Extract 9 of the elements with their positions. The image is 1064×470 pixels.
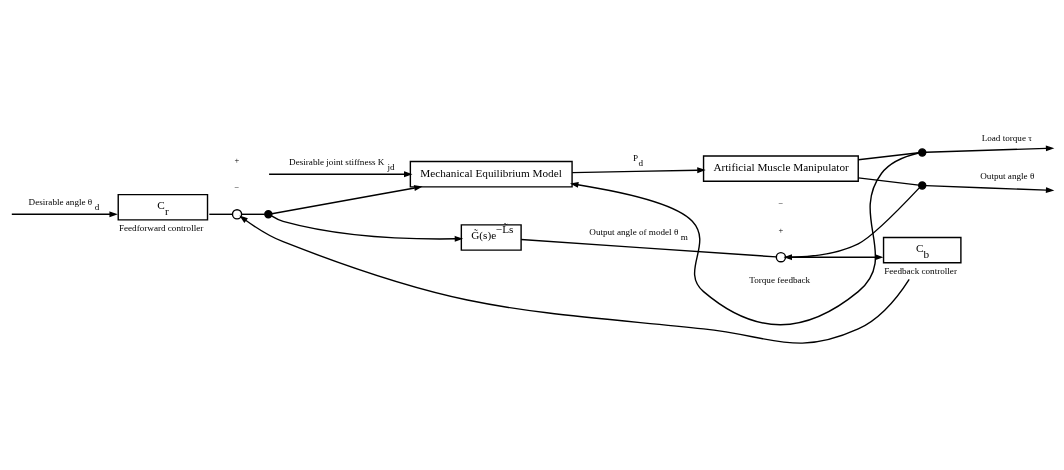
label: − [234,181,240,192]
edge-label: Output angle θ [980,170,1035,181]
edge-label: Load torque τ [981,132,1032,143]
label: + [234,154,240,165]
edge-label: Torque feedback [749,274,811,285]
label: − [778,197,784,208]
node-label: Feedback controller [884,265,957,276]
label: + [778,224,784,235]
node-label: Feedforward controller [118,222,204,233]
